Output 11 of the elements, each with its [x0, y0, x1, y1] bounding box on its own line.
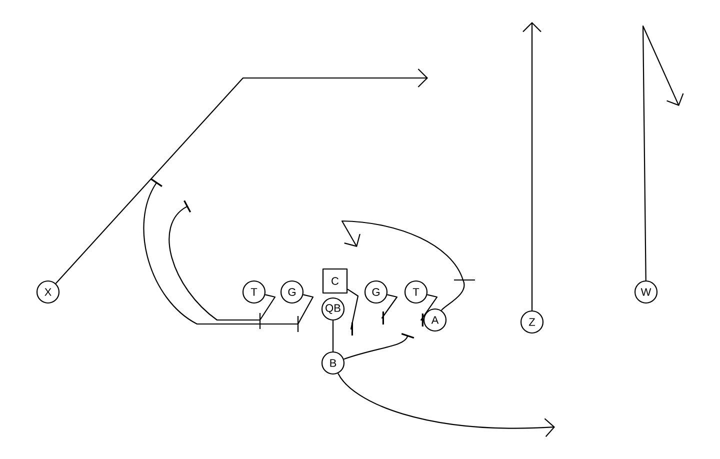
- route-arrow: [55, 68, 428, 284]
- block-line: [168, 200, 276, 321]
- route-arrow: [338, 373, 555, 437]
- route-arrow: [642, 25, 684, 280]
- route-arrow: [341, 220, 465, 311]
- player-square: C: [322, 268, 348, 294]
- block-line: [420, 294, 438, 326]
- block-line: [381, 294, 398, 324]
- block-line: [347, 288, 359, 336]
- connector-line: [332, 320, 334, 352]
- route-arrow: [522, 22, 542, 310]
